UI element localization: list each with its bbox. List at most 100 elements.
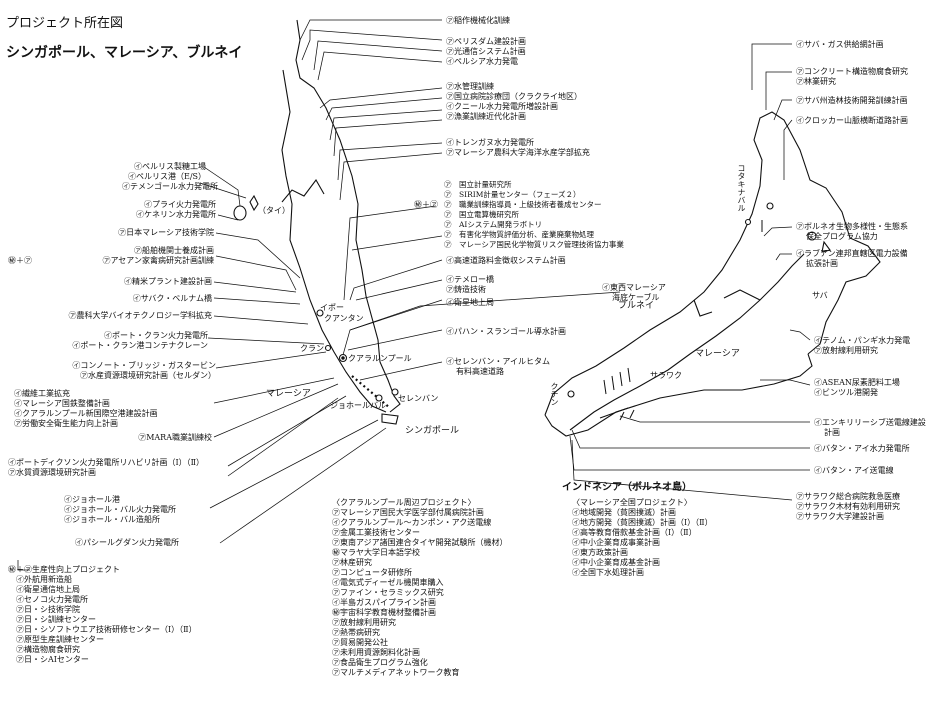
project-label: ㋑プライ火力発電所 <box>144 200 216 209</box>
list-item: ㋑地域開発（貧困撲滅）計画 <box>572 508 676 517</box>
project-label: ㋐日本マレーシア技術学院 <box>118 228 214 237</box>
list-item: ㋑中小企業育成基金計画 <box>572 558 660 567</box>
list-item: ㋐未利用資源飼料化計画 <box>332 648 420 657</box>
project-label: ㋑ジョホール・バル火力発電所 <box>64 505 176 514</box>
list-item: ㋑地方開発（貧困撲滅）計画（Ⅰ）（Ⅱ） <box>572 518 713 527</box>
label-malaysia-east: マレーシア <box>695 349 740 359</box>
project-label: 計画 <box>824 428 840 437</box>
project-label: ㋑外航用新造船 <box>8 575 72 584</box>
project-label: ㋑セレンバン・アイルヒタム <box>446 357 550 366</box>
project-label: ㋐ SIRIM計量センター（フェーズ２） <box>444 190 581 199</box>
list-item: ㋐貿易開発公社 <box>332 638 388 647</box>
peninsula-coast-east <box>295 19 401 413</box>
callout-top-3: ㋑トレンガヌ水力発電所 ㋐マレーシア農科大学海洋水産学部拡充 <box>446 138 590 158</box>
project-label: 拡張計画 <box>806 259 838 268</box>
peninsula-coast-west <box>281 69 387 413</box>
callout-top-1: ㋐ペリスダム建設計画 ㋐光通信システム計画 ㋑ペルシア水力発電 <box>446 37 526 67</box>
penang-island <box>233 205 247 221</box>
project-label: ㋑クロッカー山脈横断道路計画 <box>796 116 908 125</box>
marker-kuala-lumpur-dot <box>341 356 345 360</box>
callout-top-0: ㋐稲作機械化訓練 <box>446 16 510 26</box>
singapore-island <box>381 413 399 425</box>
callout-top-4: ㋐ 国立計量研究所 ㋐ SIRIM計量センター（フェーズ２） ㋐ 職業訓練指導員… <box>444 180 624 250</box>
marker-johor-bahru <box>375 394 383 402</box>
list-item: ㋐熱帯病研究 <box>332 628 380 637</box>
label-kuching: クチン <box>550 382 559 406</box>
callout-right-1: ㋐コンクリート構造物腐食研究 ㋐林業研究 <box>796 67 908 87</box>
project-label: ㋐サラワク木材有効利用研究 <box>796 502 900 511</box>
callout-top-9: ㋑セレンバン・アイルヒタム 有料高速道路 <box>446 357 550 377</box>
project-label: ㋑高速道路料金徴収システム計画 <box>446 256 566 265</box>
project-label: ㋐コンクリート構造物腐食研究 <box>796 67 908 76</box>
project-label: ㋑ポート・クラン火力発電所 <box>104 331 208 340</box>
project-label: ㋑ケネリン水力発電所 <box>136 210 216 219</box>
island-1 <box>766 202 774 210</box>
label-kuantan: クアンタン <box>324 314 364 323</box>
project-label: ㋑エンキリリーシブ送電線建設 <box>814 418 926 427</box>
project-label: ㋐漁業訓練近代化計画 <box>446 112 526 121</box>
callout-top-6: ㋑テメロー橋 ㋐鋳造技術 <box>446 275 494 295</box>
project-label: 有料高速道路 <box>456 367 504 376</box>
callout-right-11: ㋐サラワク総合病院救急医療 ㋐サラワク木材有効利用研究 ㋐サラワク大学建設計画 <box>796 492 900 522</box>
label-sabah: サバ <box>812 291 828 300</box>
callout-right-2: ㋐サバ州造林技術開発訓練計画 <box>796 96 908 106</box>
project-label: ㋑トレンガヌ水力発電所 <box>446 138 534 147</box>
marker-ipoh <box>316 309 324 317</box>
highway-line <box>351 375 391 409</box>
list-item: ㋐林産研究 <box>332 558 372 567</box>
callout-right-7: ㋑ASEAN尿素肥料工場 ㋑ビンツル港開発 <box>814 378 900 398</box>
list-item: ㊙マラヤ大学日本語学校 <box>332 548 420 557</box>
label-indonesia: インドネシア（ボルネオ島） <box>562 482 692 493</box>
map-title: プロジェクト所在図 <box>6 16 124 31</box>
callout-left-14: ㋑パシールグダン火力発電所 <box>75 538 179 548</box>
list-item: ㋐東南アジア諸国連合タイヤ開発試験所（機材） <box>332 538 508 547</box>
callout-right-5: ㋑ラブアン連邦直轄区電力設備 拡張計画 <box>796 249 908 269</box>
mixed-mark-left: ㊙＋㋐ <box>8 256 32 265</box>
project-label: ㋐林業研究 <box>796 77 836 86</box>
project-label: ㋑ポート・クラン港コンテナクレーン <box>72 341 208 350</box>
thai-border <box>281 179 325 203</box>
callout-left-13: ㋑ジョホール港 ㋑ジョホール・バル火力発電所 ㋑ジョホール・バル造船所 <box>64 495 176 525</box>
list-item: ㋐金属工業技術センター <box>332 528 420 537</box>
callout-top-8: ㋑パハン・スランゴール導水計画 <box>446 327 566 337</box>
list-item: ㊙宇宙科学教育機材整備計画 <box>332 608 436 617</box>
project-label: ㋑バタン・アイ水力発電所 <box>814 444 910 453</box>
project-label: ㋑繊維工業拡充 <box>14 389 70 398</box>
project-label: ㋑テメンゴール水力発電所 <box>122 182 218 191</box>
label-ipoh: イポー <box>320 303 344 312</box>
callout-left-11: ㋐MARA職業訓練校 <box>138 433 212 443</box>
project-label: ㋑パハン・スランゴール導水計画 <box>446 327 566 336</box>
callout-right-3: ㋑クロッカー山脈横断道路計画 <box>796 116 908 126</box>
label-brunei: ブルネイ <box>618 301 655 311</box>
project-label: ㋑テメロー橋 <box>446 275 494 284</box>
island-langkawi <box>249 194 259 212</box>
label-kuala-lumpur: クアラルンプール <box>348 354 412 363</box>
project-label: ㋐ 有害化学物質評価分析、産業廃棄物処理 <box>444 230 594 239</box>
transmission-line <box>599 407 629 419</box>
project-label: ㋐鋳造技術 <box>446 285 486 294</box>
project-label: ㋐MARA職業訓練校 <box>138 433 212 442</box>
list-item: ㋑中小企業育成事業計画 <box>572 538 660 547</box>
project-label: ㋐労働安全衛生能力向上計画 <box>14 419 118 428</box>
project-label: ㋑ポートディクソン火力発電所リハビリ計画（Ⅰ）（Ⅱ） <box>8 458 205 467</box>
callout-left-7: ㋐農科大学バイオテクノロジー学科拡充 <box>68 311 212 321</box>
callout-left-9: ㋑コンノート・ブリッジ・ガスタービン ㋐水産資源環境研究計画（セルダン） <box>72 361 216 381</box>
project-label: ㋑サバク・ベルナム橋 <box>132 294 212 303</box>
callout-right-6: ㋑テノム・パンギ水力発電 ㋐放射線利用研究 <box>814 336 910 356</box>
hatch-marks <box>603 367 631 395</box>
brunei-border <box>693 299 713 317</box>
project-label: ㋐国立病院診療団（クラクライ地区） <box>446 92 582 101</box>
project-label: ㋐放射線利用研究 <box>814 346 878 355</box>
project-label: ㋐船舶機関士養成計画 <box>134 246 214 255</box>
project-label: 海底ケーブル <box>612 293 660 302</box>
list-item: ㋑電気式ディーゼル機関車購入 <box>332 578 444 587</box>
project-label: ㊙＋㋐生産性向上プロジェクト <box>8 565 120 574</box>
project-label: ㋐日・シ訓練センター <box>8 615 96 624</box>
callout-right-10: ㋑バタン・アイ送電線 <box>814 466 894 476</box>
callout-right-4: ㋐ボルネオ生物多様性・生態系 保全プログラム協力 <box>796 222 908 242</box>
project-label: ㋐稲作機械化訓練 <box>446 16 510 25</box>
project-label: ㋐原型生産訓練センター <box>8 635 104 644</box>
callout-top-2: ㋐水管理訓練 ㋐国立病院診療団（クラクライ地区） ㋑クニール水力発電所増設計画 … <box>446 82 582 122</box>
project-label: ㋑ASEAN尿素肥料工場 <box>814 378 900 387</box>
